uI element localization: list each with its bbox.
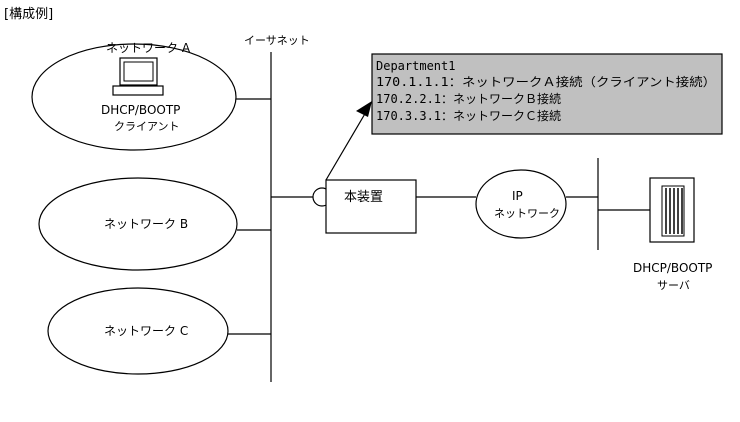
network-a-label: ネットワーク A [106,41,191,55]
network-a-ellipse [31,43,237,151]
computer-monitor-icon [112,57,164,96]
network-c-label: ネットワーク C [104,324,188,338]
server-rack-icon [649,177,695,243]
callout-line-1: Department1 [376,59,455,73]
callout-arrow-line [325,111,367,181]
device-label: 本装置 [344,190,383,205]
callout-line-2: 170.1.1.1：ネットワークＡ接続（クライアント接続） [376,74,716,89]
network-a-device-label-2: クライアント [114,120,180,133]
server-label-1: DHCP/BOOTP [633,261,712,275]
diagram-caption: [構成例] [4,7,53,22]
network-c-ellipse [47,287,229,375]
ip-network-label-2: ネットワーク [494,207,560,220]
network-a-device-label-1: DHCP/BOOTP [101,103,180,117]
device-box [325,179,417,234]
callout-line-3: 170.2.2.1：ネットワークＢ接続 [376,91,561,106]
callout-arrowhead [356,101,372,117]
network-b-label: ネットワーク B [104,217,188,231]
network-b-ellipse [38,177,238,271]
ip-network-ellipse [475,169,567,239]
callout-box [371,53,723,135]
server-label-2: サーバ [657,279,690,292]
ethernet-label: イーサネット [244,34,310,47]
callout-line-4: 170.3.3.1：ネットワークＣ接続 [376,108,561,123]
ip-network-label-1: IP [512,189,523,203]
